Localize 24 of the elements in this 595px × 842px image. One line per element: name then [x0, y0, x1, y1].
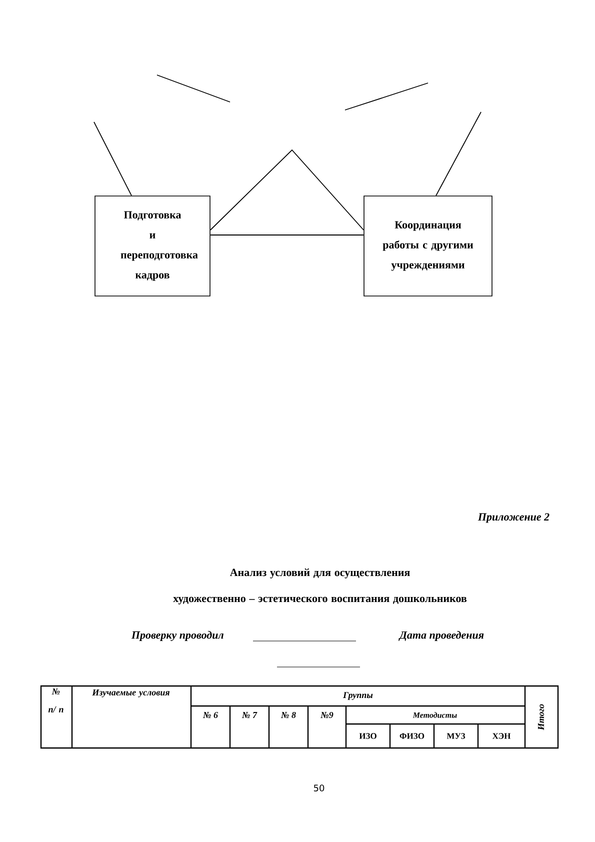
connector-line: [436, 112, 482, 196]
page-number: 50: [314, 784, 324, 792]
column-header: № 7: [242, 712, 258, 718]
column-header: Итого: [538, 704, 544, 730]
column-header: №9: [320, 712, 334, 718]
text-box: Подготовка и переподготовка кадров: [94, 196, 210, 296]
column-header: № 8: [280, 712, 296, 718]
column-header: ИЗО: [359, 733, 376, 739]
column-header: Группы: [343, 692, 373, 700]
form-label: Проверку проводил: [131, 631, 224, 641]
connector-line: [94, 122, 132, 196]
text-box: Координация работы с другими учреждениями: [364, 196, 492, 296]
column-header: Изучаемые условия: [92, 689, 170, 698]
appendix-label: Приложение 2: [478, 513, 550, 523]
column-header: ХЭН: [492, 733, 511, 739]
column-header: МУЗ: [446, 733, 466, 739]
column-header: Методисты: [412, 712, 457, 718]
form-label: Дата проведения: [398, 631, 484, 641]
column-header: № 6: [202, 712, 218, 718]
column-header: № п/ п: [48, 688, 64, 712]
title: Анализ условий для осуществления художественно – эстетического воспитания дошкольников: [173, 568, 467, 604]
connector-line: [210, 234, 364, 236]
column-header: ФИЗО: [400, 733, 424, 739]
connector-line: [210, 149, 364, 230]
